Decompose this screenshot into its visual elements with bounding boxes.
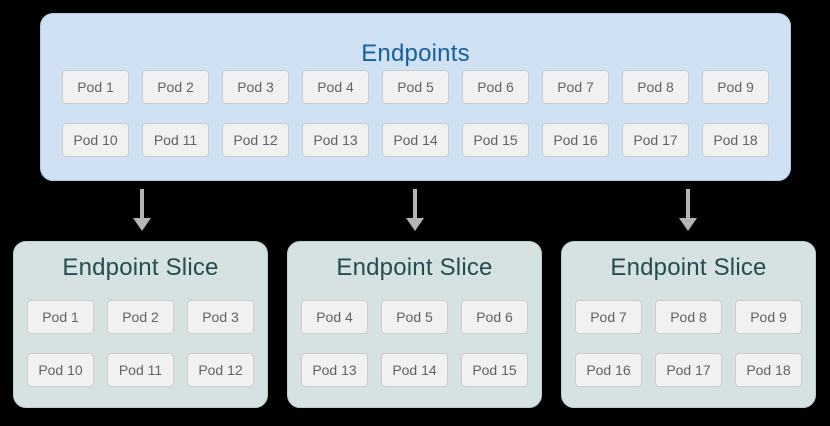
slice-pod-row-1: Pod 1 Pod 2 Pod 3 xyxy=(14,300,267,334)
pod-chip: Pod 8 xyxy=(655,300,722,334)
pod-chip: Pod 1 xyxy=(62,70,129,104)
pod-chip: Pod 18 xyxy=(735,353,802,387)
pod-chip: Pod 6 xyxy=(461,300,528,334)
endpoints-title: Endpoints xyxy=(361,40,470,67)
endpoints-pod-row-1: Pod 1 Pod 2 Pod 3 Pod 4 Pod 5 Pod 6 Pod 7 Pod 8… xyxy=(41,70,790,104)
pod-chip: Pod 17 xyxy=(622,123,689,157)
pod-chip: Pod 9 xyxy=(735,300,802,334)
slice-pod-row-2: Pod 16 Pod 17 Pod 18 xyxy=(562,353,815,387)
pod-chip: Pod 10 xyxy=(27,353,94,387)
pod-chip: Pod 8 xyxy=(622,70,689,104)
pod-chip: Pod 5 xyxy=(382,70,449,104)
pod-chip: Pod 7 xyxy=(542,70,609,104)
pod-chip: Pod 11 xyxy=(142,123,209,157)
pod-chip: Pod 10 xyxy=(62,123,129,157)
endpoint-slice-title: Endpoint Slice xyxy=(336,254,493,281)
pod-chip: Pod 9 xyxy=(702,70,769,104)
pod-chip: Pod 3 xyxy=(187,300,254,334)
arrow-head xyxy=(133,218,151,231)
pod-chip: Pod 12 xyxy=(222,123,289,157)
pod-chip: Pod 7 xyxy=(575,300,642,334)
pod-chip: Pod 2 xyxy=(142,70,209,104)
pod-chip: Pod 3 xyxy=(222,70,289,104)
pod-chip: Pod 17 xyxy=(655,353,722,387)
arrow-head xyxy=(406,218,424,231)
pod-chip: Pod 4 xyxy=(302,70,369,104)
endpoint-slice-title: Endpoint Slice xyxy=(62,254,219,281)
pod-chip: Pod 5 xyxy=(381,300,448,334)
arrow-stem xyxy=(413,189,417,218)
slice-pod-row-2: Pod 13 Pod 14 Pod 15 xyxy=(288,353,541,387)
slice-pod-row-2: Pod 10 Pod 11 Pod 12 xyxy=(14,353,267,387)
pod-chip: Pod 6 xyxy=(462,70,529,104)
endpoints-box: Endpoints Pod 1 Pod 2 Pod 3 Pod 4 Pod 5 Pod 6… xyxy=(40,13,791,181)
arrow-stem xyxy=(686,189,690,218)
slice-pod-row-1: Pod 7 Pod 8 Pod 9 xyxy=(562,300,815,334)
arrow-stem xyxy=(140,189,144,218)
slice-pod-row-1: Pod 4 Pod 5 Pod 6 xyxy=(288,300,541,334)
down-arrow-icon xyxy=(679,189,697,231)
pod-chip: Pod 12 xyxy=(187,353,254,387)
pod-chip: Pod 1 xyxy=(27,300,94,334)
pod-chip: Pod 14 xyxy=(382,123,449,157)
pod-chip: Pod 2 xyxy=(107,300,174,334)
pod-chip: Pod 15 xyxy=(461,353,528,387)
pod-chip: Pod 16 xyxy=(542,123,609,157)
endpoint-slice-title: Endpoint Slice xyxy=(610,254,767,281)
pod-chip: Pod 13 xyxy=(301,353,368,387)
pod-chip: Pod 15 xyxy=(462,123,529,157)
pod-chip: Pod 11 xyxy=(107,353,174,387)
pod-chip: Pod 18 xyxy=(702,123,769,157)
down-arrow-icon xyxy=(406,189,424,231)
pod-chip: Pod 14 xyxy=(381,353,448,387)
arrow-head xyxy=(679,218,697,231)
endpoints-pod-row-2: Pod 10 Pod 11 Pod 12 Pod 13 Pod 14 Pod 15 Pod … xyxy=(41,123,790,157)
pod-chip: Pod 16 xyxy=(575,353,642,387)
pod-chip: Pod 13 xyxy=(302,123,369,157)
pod-chip: Pod 4 xyxy=(301,300,368,334)
down-arrow-icon xyxy=(133,189,151,231)
